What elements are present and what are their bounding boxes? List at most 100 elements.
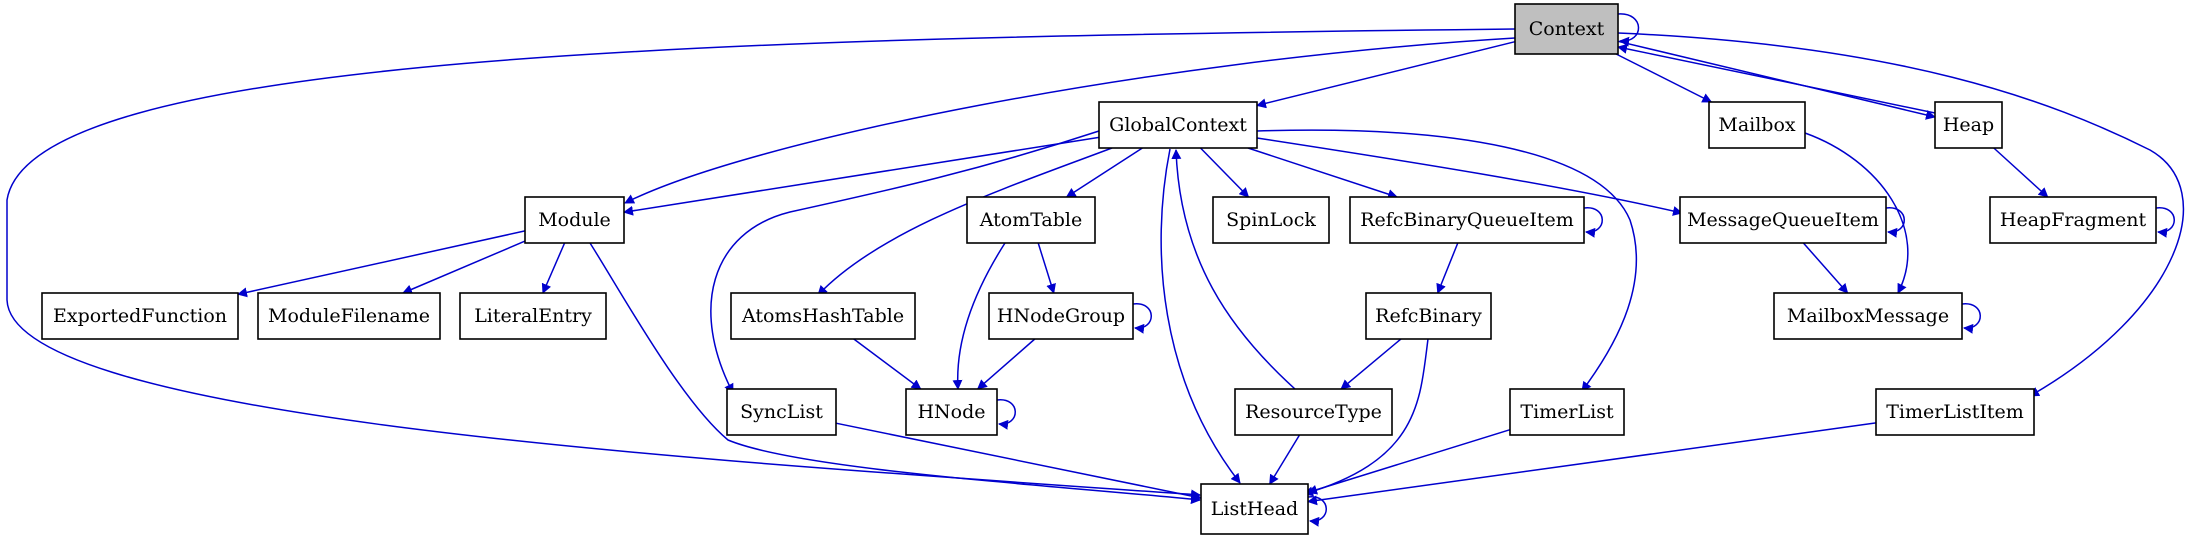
edge-module-to-exportedfunction xyxy=(237,230,526,298)
node-label: MailboxMessage xyxy=(1787,305,1949,327)
edge-atomtable-to-hnodegroup xyxy=(1037,242,1056,294)
node-heapfragment[interactable]: HeapFragment xyxy=(1989,196,2157,244)
node-box xyxy=(1234,388,1393,436)
edge-timerlistitem-to-listhead xyxy=(1307,422,1877,506)
node-box xyxy=(730,292,916,340)
edge-atomshashtable-to-hnode xyxy=(853,338,922,390)
node-box xyxy=(1200,483,1309,535)
node-label: Context xyxy=(1529,18,1605,40)
node-box xyxy=(1212,196,1330,244)
node-literalentry[interactable]: LiteralEntry xyxy=(459,292,607,340)
node-hnode[interactable]: HNode xyxy=(905,388,998,436)
node-label: GlobalContext xyxy=(1109,114,1247,136)
edge-context-to-listhead xyxy=(6,28,1516,500)
node-hnodegroup[interactable]: HNodeGroup xyxy=(988,292,1134,340)
node-box xyxy=(966,196,1096,244)
edge-mailboxmessage-to-mailboxmessage xyxy=(1961,303,1981,334)
node-label: SpinLock xyxy=(1226,209,1316,231)
node-modulefilename[interactable]: ModuleFilename xyxy=(257,292,441,340)
edge-globalcontext-to-atomtable xyxy=(1065,147,1143,198)
node-refcbinaryqueueitem[interactable]: RefcBinaryQueueItem xyxy=(1349,196,1585,244)
node-synclist[interactable]: SyncList xyxy=(726,388,837,436)
edge-globalcontext-to-timerlist xyxy=(1256,129,1638,392)
edge-messagequeueitem-to-mailboxmessage xyxy=(1802,242,1849,294)
edge-refcbinary-to-listhead xyxy=(1303,338,1429,497)
node-label: HNodeGroup xyxy=(997,305,1125,327)
node-globalcontext[interactable]: GlobalContext xyxy=(1098,101,1258,149)
node-label: ExportedFunction xyxy=(53,305,227,327)
edge-context-to-mailbox xyxy=(1615,53,1713,103)
node-box xyxy=(1514,3,1619,55)
node-resourcetype[interactable]: ResourceType xyxy=(1234,388,1393,436)
node-box xyxy=(1773,292,1963,340)
edge-module-to-literalentry xyxy=(541,242,566,294)
node-label: MessageQueueItem xyxy=(1687,209,1879,231)
node-label: LiteralEntry xyxy=(474,305,592,327)
node-atomshashtable[interactable]: AtomsHashTable xyxy=(730,292,916,340)
node-box xyxy=(1679,196,1887,244)
node-box xyxy=(726,388,837,436)
node-label: AtomsHashTable xyxy=(741,305,904,327)
node-box xyxy=(1934,101,2003,149)
edge-heap-to-heapfragment xyxy=(1993,147,2049,198)
node-label: HNode xyxy=(917,401,985,423)
node-box xyxy=(524,196,625,244)
edge-hnodegroup-to-hnodegroup xyxy=(1132,303,1152,334)
edge-context-to-module xyxy=(624,37,1516,204)
edge-context-to-heap xyxy=(1617,40,1936,120)
edge-context-to-context xyxy=(1617,13,1640,47)
node-exportedfunction[interactable]: ExportedFunction xyxy=(41,292,239,340)
node-box xyxy=(1349,196,1585,244)
edge-refcbinaryqueueitem-to-refcbinaryqueueitem xyxy=(1583,207,1603,238)
node-label: HeapFragment xyxy=(2000,209,2147,231)
edge-atomtable-to-hnode xyxy=(952,242,1006,390)
node-refcbinary[interactable]: RefcBinary xyxy=(1365,292,1492,340)
node-heap[interactable]: Heap xyxy=(1934,101,2003,149)
edge-globalcontext-to-refcbinaryqueueitem xyxy=(1247,147,1398,199)
node-box xyxy=(1989,196,2157,244)
node-listhead[interactable]: ListHead xyxy=(1200,483,1309,535)
node-mailboxmessage[interactable]: MailboxMessage xyxy=(1773,292,1963,340)
edge-refcbinary-to-resourcetype xyxy=(1340,338,1402,390)
edge-context-to-globalcontext xyxy=(1256,40,1516,109)
node-box xyxy=(1875,388,2035,436)
node-atomtable[interactable]: AtomTable xyxy=(966,196,1096,244)
node-label: SyncList xyxy=(740,401,823,423)
node-box xyxy=(459,292,607,340)
node-messagequeueitem[interactable]: MessageQueueItem xyxy=(1679,196,1887,244)
node-module[interactable]: Module xyxy=(524,196,625,244)
node-label: TimerList xyxy=(1520,401,1614,423)
edge-timerlist-to-listhead xyxy=(1307,428,1511,495)
edge-globalcontext-to-atomshashtable xyxy=(817,147,1113,296)
edge-hnode-to-hnode xyxy=(996,399,1016,430)
node-timerlistitem[interactable]: TimerListItem xyxy=(1875,388,2035,436)
edge-mailbox-to-mailboxmessage xyxy=(1804,132,1909,294)
node-label: ListHead xyxy=(1211,498,1298,520)
node-box xyxy=(905,388,998,436)
edge-globalcontext-to-module xyxy=(623,136,1100,216)
edge-module-to-listhead xyxy=(589,242,1201,505)
node-box xyxy=(1098,101,1258,149)
node-box xyxy=(1708,101,1806,149)
node-label: ResourceType xyxy=(1245,401,1382,423)
edge-heapfragment-to-heapfragment xyxy=(2155,207,2175,238)
node-box xyxy=(1365,292,1492,340)
node-label: Module xyxy=(538,209,611,231)
edge-resourcetype-to-listhead xyxy=(1269,434,1301,485)
edge-resourcetype-to-globalcontext xyxy=(1171,149,1296,390)
node-label: Mailbox xyxy=(1718,114,1796,136)
node-box xyxy=(988,292,1134,340)
edge-hnodegroup-to-hnode xyxy=(976,338,1036,390)
edge-context-to-timerlistitem xyxy=(1617,32,2185,397)
edge-refcbinaryqueueitem-to-refcbinary xyxy=(1436,242,1459,294)
node-mailbox[interactable]: Mailbox xyxy=(1708,101,1806,149)
edge-messagequeueitem-to-messagequeueitem xyxy=(1885,207,1905,238)
node-label: TimerListItem xyxy=(1886,401,2024,423)
edge-heap-to-context xyxy=(1617,43,1936,114)
node-timerlist[interactable]: TimerList xyxy=(1509,388,1625,436)
edge-globalcontext-to-spinlock xyxy=(1199,147,1250,198)
node-context[interactable]: Context xyxy=(1514,3,1619,55)
node-spinlock[interactable]: SpinLock xyxy=(1212,196,1330,244)
